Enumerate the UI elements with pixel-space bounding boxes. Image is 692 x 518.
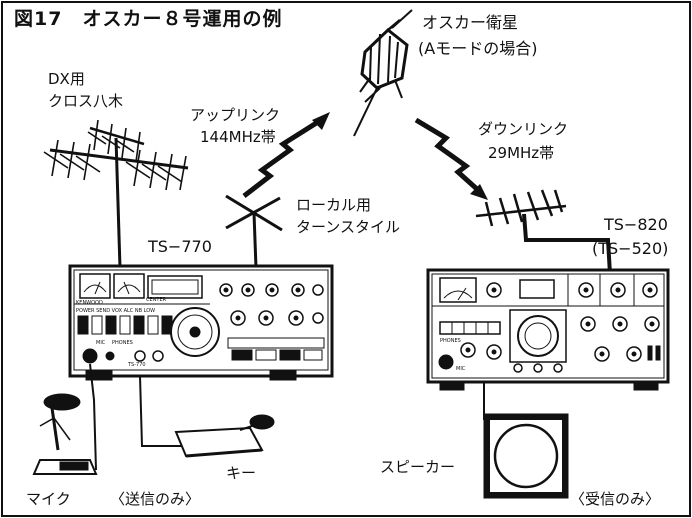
receiver-phones-text: PHONES	[440, 338, 461, 344]
dx-antenna-label: DX用	[48, 70, 85, 88]
panel-center-text: CENTER	[146, 297, 167, 303]
mic-label: マイク	[26, 490, 71, 508]
satellite-mode-label: (Aモードの場合)	[418, 39, 538, 58]
receiver-alt-model-label: (TS−520)	[592, 239, 669, 258]
figure-title: 図17 オスカー８号運用の例	[14, 8, 283, 30]
panel-power-row-text: POWER SEND VOX ALC NB LOW	[76, 308, 156, 314]
receiver-model-label: TS−820	[604, 215, 668, 234]
oscar-satellite	[353, 9, 413, 137]
cross-yagi-label: クロス八木	[48, 92, 124, 110]
downlink-yagi-antenna	[475, 189, 612, 275]
ts820-receiver	[426, 268, 670, 391]
dx-cross-yagi-antenna	[43, 119, 189, 269]
key-label: キー	[226, 464, 257, 482]
local-antenna-label: ローカル用	[296, 196, 372, 214]
panel-mic-text: MIC	[96, 340, 106, 346]
turnstile-label: ターンスタイル	[296, 218, 400, 236]
transmitter-model-label: TS−770	[148, 237, 212, 256]
panel-phones-text: PHONES	[112, 340, 133, 346]
satellite-label: オスカー衛星	[422, 13, 519, 32]
receive-only-label: 〈受信のみ〉	[570, 490, 661, 508]
speaker-label: スピーカー	[380, 458, 456, 476]
uplink-band-label: 144MHz帯	[200, 128, 276, 146]
downlink-arrow	[414, 117, 488, 200]
downlink-label: ダウンリンク	[478, 120, 569, 138]
microphone	[32, 363, 98, 475]
panel-kenwood-text: KENWOOD	[76, 300, 103, 306]
ts770-transmitter	[68, 264, 334, 381]
turnstile-antenna	[225, 194, 283, 269]
speaker	[483, 382, 569, 499]
transmit-only-label: 〈送信のみ〉	[110, 490, 201, 508]
receiver-mic-text: MIC	[456, 366, 466, 372]
panel-model-plate-text: TS-770	[128, 362, 146, 368]
morse-key	[139, 375, 275, 458]
uplink-label: アップリンク	[190, 106, 281, 124]
uplink-arrow	[242, 112, 330, 198]
downlink-band-label: 29MHz帯	[488, 144, 555, 162]
